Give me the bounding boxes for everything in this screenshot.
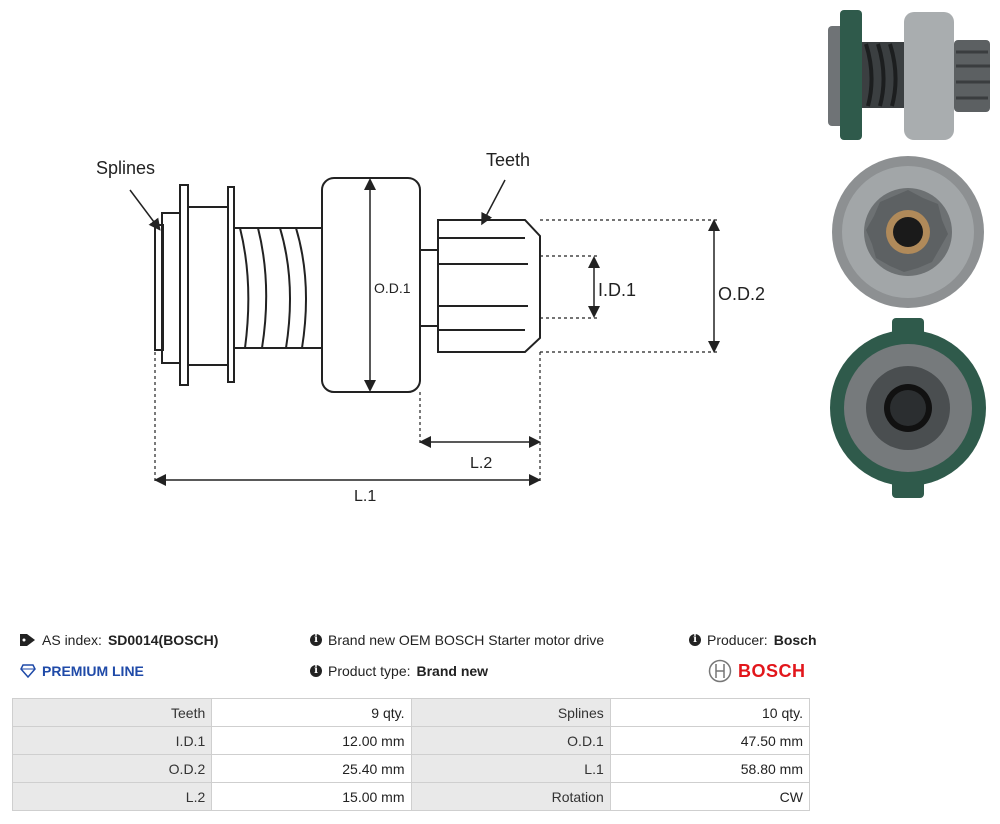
neck-shape — [419, 249, 439, 327]
teeth-leader-arrow — [481, 179, 506, 226]
technical-diagram: Splines Teeth O.D.1 I.D.1 O.D.2 L.2 L.1 — [96, 150, 765, 505]
producer-value: Bosch — [773, 632, 817, 648]
spring-coil-shape — [239, 227, 250, 349]
product-type-value: Brand new — [416, 663, 489, 679]
collar-shape — [187, 206, 229, 366]
od1-label: O.D.1 — [374, 280, 411, 296]
diamond-icon — [20, 664, 36, 678]
flange-shape — [161, 212, 181, 364]
spring-coil-shape — [257, 227, 268, 349]
spec-value-cell: 15.00 mm — [211, 782, 412, 811]
spec-value-cell: 25.40 mm — [211, 754, 412, 783]
pinion-teeth-shape — [438, 237, 528, 331]
spec-value-cell: 12.00 mm — [211, 726, 412, 755]
info-icon: i — [310, 665, 322, 677]
spec-label-cell: Teeth — [11, 698, 213, 727]
spec-label-cell: O.D.1 — [410, 726, 611, 755]
spec-label-cell: L.2 — [11, 782, 213, 811]
od2-label: O.D.2 — [718, 284, 765, 304]
spec-label-cell: Splines — [410, 698, 611, 727]
product-photo-front — [832, 156, 984, 308]
l2-label: L.2 — [470, 455, 492, 472]
spec-label-cell: L.1 — [410, 754, 611, 783]
as-index-label: AS index: — [42, 632, 102, 648]
l1-label: L.1 — [354, 488, 376, 505]
product-type-label: Product type: — [328, 663, 411, 679]
bosch-logo-text: BOSCH — [738, 660, 806, 681]
product-photo-back — [830, 318, 986, 498]
flange-plate-shape — [179, 184, 189, 386]
spring-coil-shape — [279, 227, 291, 349]
spec-label-cell: I.D.1 — [11, 726, 213, 755]
producer-row: i Producer: Bosch — [689, 632, 817, 648]
as-index-value: SD0014(BOSCH) — [107, 632, 219, 648]
premium-line-label: PREMIUM LINE — [42, 663, 144, 679]
description-row: i Brand new OEM BOSCH Starter motor driv… — [310, 632, 604, 648]
teeth-label: Teeth — [486, 150, 530, 170]
splines-label: Splines — [96, 158, 155, 178]
spring-coil-shape — [295, 227, 307, 349]
premium-line-row: PREMIUM LINE — [20, 663, 144, 679]
producer-label: Producer: — [707, 632, 768, 648]
id1-label: I.D.1 — [598, 280, 636, 300]
spec-label-cell: O.D.2 — [11, 754, 213, 783]
description-text: Brand new OEM BOSCH Starter motor drive — [328, 632, 605, 648]
bosch-armature-icon — [708, 659, 732, 683]
product-type-row: i Product type: Brand new — [310, 663, 488, 679]
spec-value-cell: 10 qty. — [609, 698, 811, 727]
tag-icon — [20, 634, 35, 646]
bosch-logo: BOSCH — [708, 659, 806, 683]
product-photo-side — [828, 10, 990, 140]
info-icon: i — [310, 634, 322, 646]
spec-value-cell: 47.50 mm — [609, 726, 811, 755]
spec-value-cell: 9 qty. — [211, 698, 412, 727]
splines-leader-arrow — [129, 189, 161, 231]
spec-label-cell: Rotation — [410, 782, 611, 811]
spec-value-cell: 58.80 mm — [609, 754, 811, 783]
info-icon: i — [689, 634, 701, 646]
spec-value-cell: CW — [609, 782, 811, 811]
as-index-row: AS index: SD0014(BOSCH) — [20, 632, 218, 648]
pinion-shape — [437, 219, 541, 353]
